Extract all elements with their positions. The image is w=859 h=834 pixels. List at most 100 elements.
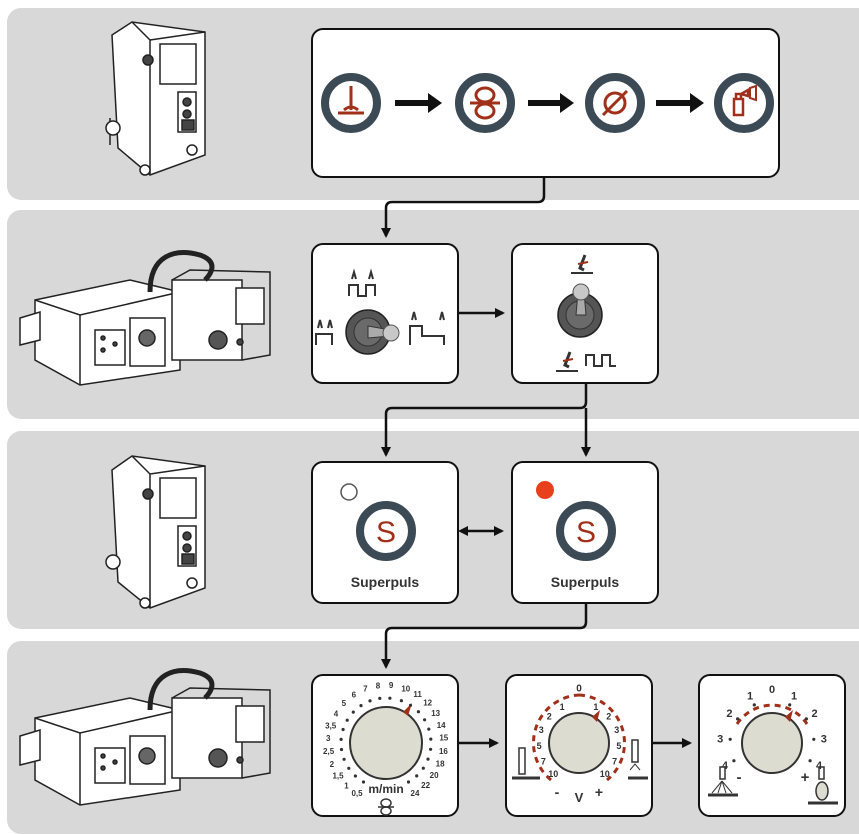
four-cycle-icon	[409, 311, 445, 345]
scale-tick-label: 5	[342, 699, 347, 708]
wire-diameter-icon[interactable]	[585, 73, 645, 133]
scale-tick-label: 6	[352, 691, 357, 700]
modular-welding-machine-2	[19, 668, 271, 806]
scale-tick-dot	[388, 696, 392, 700]
scale-tick-label: 11	[413, 690, 422, 699]
scale-tick-label: 1	[344, 781, 349, 790]
four-cycle-special-icon	[348, 268, 376, 297]
scale-tick-dot	[351, 710, 355, 714]
wire-speed-unit: m/min	[368, 782, 403, 796]
scale-tick-dot	[427, 727, 431, 731]
scale-tick-label: 24	[411, 789, 420, 798]
scale-tick-label: 3	[326, 734, 331, 743]
scale-tick-dot	[732, 759, 736, 763]
superpuls-s-icon: S	[376, 516, 396, 549]
scale-tick-dot	[804, 717, 809, 721]
scale-tick-label: 3	[821, 733, 827, 745]
scale-tick-label: 2	[726, 708, 732, 720]
superpuls-button-icon[interactable]: S	[356, 501, 416, 561]
scale-tick-dot	[399, 699, 403, 703]
arrow-right-icon	[656, 93, 704, 113]
scale-tick-label: 5	[616, 741, 621, 751]
superpuls-led-off	[340, 483, 358, 501]
scale-tick-dot	[339, 747, 344, 752]
material-icon[interactable]	[455, 73, 515, 133]
wire-speed-knob[interactable]	[349, 703, 423, 780]
scale-tick-label: 3	[717, 733, 723, 745]
short-arc-icon	[512, 747, 540, 780]
scale-tick-dot	[736, 717, 740, 721]
connector-arrow	[381, 178, 546, 238]
dynamics-scale: 4 3 2 1 0 1 2 3 4	[717, 684, 827, 772]
compact-welding-machine-2	[105, 455, 206, 609]
welding-process-icon[interactable]	[321, 73, 381, 133]
connector-arrow	[381, 384, 588, 457]
scale-tick-label: 14	[437, 721, 446, 730]
scale-tick-label: 0,5	[351, 789, 363, 798]
dynamics-plus-label: +	[801, 769, 810, 786]
voltage-correction-knob[interactable]	[548, 710, 610, 774]
scale-tick-label: 4	[722, 760, 729, 772]
scale-tick-label: 0	[769, 684, 775, 696]
scale-tick-dot	[347, 766, 351, 770]
welding-type-switch[interactable]	[557, 283, 603, 338]
scale-tick-label: 15	[439, 734, 448, 743]
scale-tick-label: 2	[547, 711, 552, 721]
scale-tick-label: 10	[600, 769, 610, 779]
scale-tick-label: 2,5	[323, 747, 335, 756]
operating-mode-switch[interactable]	[345, 309, 400, 355]
scale-tick-label: 1	[791, 691, 797, 703]
dynamics-minus-label: -	[737, 769, 742, 786]
two-cycle-icon	[315, 319, 333, 345]
scale-tick-dot	[359, 704, 363, 708]
scale-tick-label: 2	[330, 760, 335, 769]
scale-tick-label: 3	[539, 725, 544, 735]
scale-tick-label: 13	[431, 709, 440, 718]
scale-tick-label: 2	[606, 711, 611, 721]
scale-tick-label: 7	[363, 685, 368, 694]
scale-tick-dot	[361, 780, 366, 784]
superpuls-s-icon: S	[576, 516, 596, 549]
scale-tick-label: 1,5	[332, 771, 344, 780]
superpuls-on-panel[interactable]: Superpuls	[511, 461, 659, 604]
wire-feed-icon	[378, 798, 394, 816]
scale-tick-dot	[426, 757, 430, 761]
scale-tick-dot	[341, 727, 345, 732]
scale-tick-dot	[788, 703, 792, 707]
scale-tick-dot	[429, 737, 433, 741]
scale-tick-dot	[423, 718, 427, 722]
scale-tick-label: 9	[389, 681, 394, 690]
scale-tick-dot	[406, 780, 411, 784]
soft-arc-icon	[808, 766, 838, 805]
voltage-scale-arc-left	[532, 693, 580, 782]
dynamics-knob[interactable]	[741, 710, 803, 774]
scale-tick-label: 2	[812, 708, 818, 720]
scale-tick-label: 20	[430, 771, 439, 780]
scale-tick-dot	[342, 757, 346, 761]
scale-tick-label: 10	[548, 769, 558, 779]
scale-tick-label: 1	[560, 702, 565, 712]
scale-tick-dot	[808, 759, 812, 763]
scale-tick-dot	[339, 737, 343, 742]
arrow-right-icon	[395, 93, 442, 113]
compact-welding-machine-1	[105, 21, 206, 176]
voltage-minus-label: -	[555, 784, 560, 800]
scale-tick-dot	[421, 766, 425, 770]
scale-tick-label: 4	[816, 760, 823, 772]
scale-tick-dot	[345, 718, 349, 722]
scale-tick-label: 3	[614, 725, 619, 735]
scale-tick-dot	[752, 703, 756, 707]
shielding-gas-icon[interactable]	[714, 73, 774, 133]
superpuls-button-icon[interactable]: S	[556, 501, 616, 561]
scale-tick-label: 5	[537, 741, 542, 751]
scale-tick-dot	[353, 774, 357, 778]
scale-tick-label: 7	[541, 756, 546, 766]
scale-tick-dot	[378, 696, 382, 701]
voltage-scale-arc-right	[578, 693, 626, 782]
scale-tick-dot	[368, 699, 372, 703]
scale-tick-label: 1	[747, 691, 753, 703]
modular-welding-machine-1	[19, 250, 271, 386]
scale-tick-dot	[728, 737, 732, 741]
